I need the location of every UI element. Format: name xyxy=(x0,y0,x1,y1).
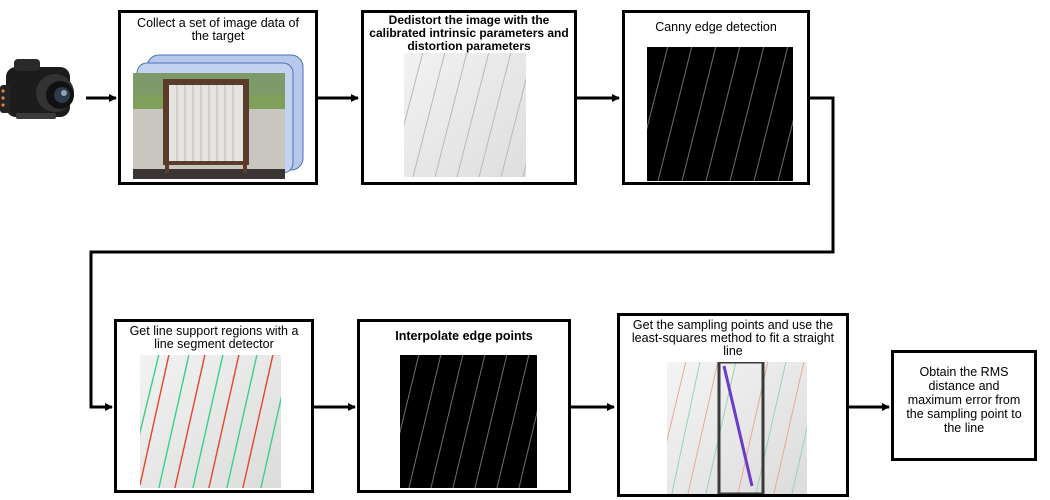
canny-edges-image xyxy=(647,47,793,181)
image-stack-illustration xyxy=(133,54,304,179)
dashcam-icon xyxy=(0,59,74,119)
step-interpolate-label: Interpolate edge points xyxy=(395,329,533,343)
step-lsd-label: Get line support regions with a line seg… xyxy=(129,324,299,351)
arrow-canny-to-lsd xyxy=(89,96,835,411)
step-undistort-box: Dedistort the image with the calibrated … xyxy=(361,10,577,185)
line-support-regions-image xyxy=(140,355,281,488)
step-fit-box: Get the sampling points and use the leas… xyxy=(617,313,849,497)
step-fit-label: Get the sampling points and use the leas… xyxy=(631,318,835,358)
step-interpolate-box: Interpolate edge points xyxy=(357,319,571,493)
interpolated-edges-image xyxy=(400,355,537,488)
step-collect-box: Collect a set of image data of the targe… xyxy=(118,10,318,185)
step-result-box: Obtain the RMS distance and maximum erro… xyxy=(891,350,1037,461)
step-result-label: Obtain the RMS distance and maximum erro… xyxy=(906,365,1022,435)
undistorted-image xyxy=(404,53,526,177)
step-lsd-box: Get line support regions with a line seg… xyxy=(114,319,314,493)
line-fit-image xyxy=(667,362,807,494)
fitted-line xyxy=(722,365,754,487)
step-canny-label: Canny edge detection xyxy=(655,20,777,34)
step-collect-label: Collect a set of image data of the targe… xyxy=(137,16,299,43)
step-undistort-label: Dedistort the image with the calibrated … xyxy=(369,13,569,53)
step-canny-box: Canny edge detection xyxy=(622,10,810,185)
sampling-region xyxy=(717,362,765,494)
